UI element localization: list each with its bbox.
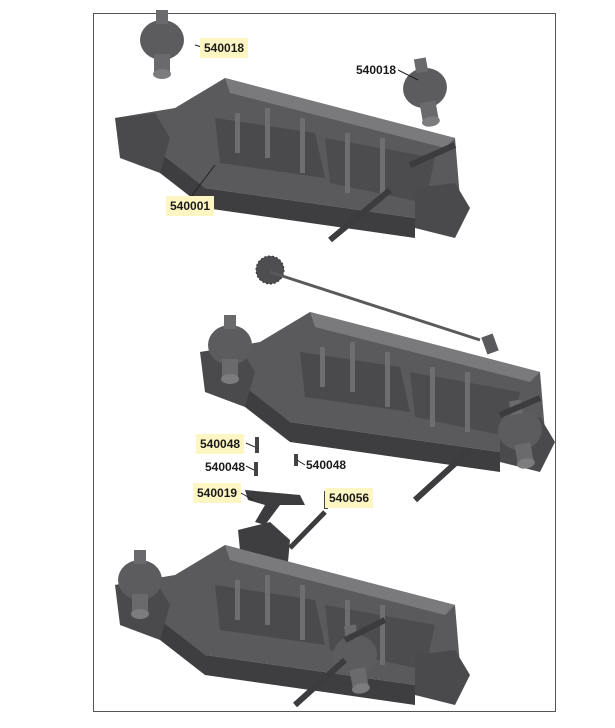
center-shaft-part [269, 270, 481, 342]
chassis-part [200, 312, 555, 472]
screw-part [254, 462, 258, 476]
screw-part [294, 454, 298, 466]
driveshaft-part [328, 187, 392, 243]
chassis-part [115, 545, 470, 705]
part-label-540019: 540019 [193, 483, 242, 503]
part-label-540001: 540001 [166, 196, 215, 216]
stage-3-assembly [115, 545, 470, 708]
part-label-540048-b: 540048 [205, 460, 246, 474]
brace-part [245, 490, 305, 525]
stage-2-assembly [200, 255, 555, 503]
part-label-540056: 540056 [325, 488, 374, 508]
differential-part-rear [398, 54, 454, 131]
stage-1-assembly [115, 10, 470, 243]
driveshaft-part [408, 142, 457, 168]
differential-part-front [140, 10, 184, 79]
part-label-540048-c: 540048 [306, 458, 347, 472]
screw-part [255, 437, 259, 453]
part-label-540048-a: 540048 [196, 434, 245, 454]
spur-gear-part [255, 255, 285, 285]
part-label-540018-front: 540018 [200, 38, 249, 58]
diagram-frame [93, 13, 556, 712]
part-label-540018-rear: 540018 [356, 63, 397, 77]
